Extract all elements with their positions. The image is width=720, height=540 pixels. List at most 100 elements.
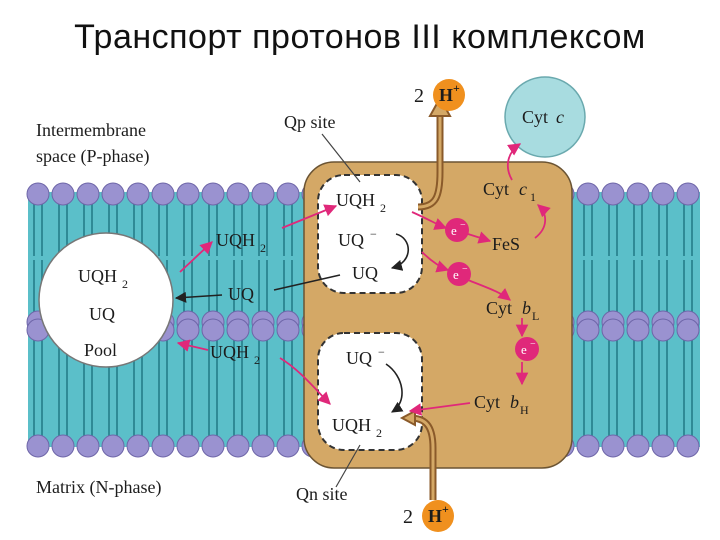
svg-text:−: − <box>462 264 468 275</box>
lipid-head <box>226 434 250 458</box>
lipid-tail <box>258 384 268 436</box>
lipid-tail <box>158 204 168 256</box>
pool-uqh2-label: UQH 2 <box>78 266 128 291</box>
leader-lines <box>321 133 361 488</box>
lipid-tail <box>233 340 243 392</box>
lipid-head <box>251 318 275 342</box>
cyt-bl-label: Cyt b L <box>486 298 539 323</box>
lipid-head <box>626 318 650 342</box>
qp-site-label: Qp site <box>284 112 336 132</box>
lipid-tail <box>683 260 693 312</box>
lipid-head <box>651 434 675 458</box>
lipid-tail <box>83 384 93 436</box>
intermembrane-label-line2: space (P-phase) <box>36 146 149 167</box>
lipid-tail <box>183 204 193 256</box>
lipid-tail <box>33 204 43 256</box>
arrow-e1-to-fes <box>467 231 492 244</box>
lipid-tail <box>608 384 618 436</box>
lipid-tail <box>683 384 693 436</box>
electron-1: e − <box>445 218 469 242</box>
lipid-tail <box>158 384 168 436</box>
arrow-qp-to-e1 <box>411 211 448 230</box>
svg-text:2: 2 <box>380 201 386 215</box>
qp-uq-label: UQ <box>352 263 378 283</box>
qn-site-label: Qn site <box>296 484 348 504</box>
arrow-membrane-uq-to-pool <box>174 291 223 303</box>
lipid-head <box>126 182 150 206</box>
lipid-tail <box>283 204 293 256</box>
arrow-qp-to-membrane-uq <box>273 274 341 291</box>
lipid-tail <box>633 340 643 392</box>
membrane-uqh2-top-label: UQH 2 <box>216 230 266 255</box>
svg-text:b: b <box>522 298 531 318</box>
lipid-tail <box>208 340 218 392</box>
arrow-qp-to-e2 <box>421 251 450 273</box>
intermembrane-label-line1: Intermembrane <box>36 120 146 140</box>
svg-text:2: 2 <box>122 277 128 291</box>
lipid-head <box>176 434 200 458</box>
lipid-head <box>201 182 225 206</box>
lipid-tail <box>233 204 243 256</box>
svg-text:UQH: UQH <box>216 230 255 250</box>
cyt-c-sphere <box>504 76 586 158</box>
arrow-membrane-to-qp <box>281 204 338 229</box>
lipid-head <box>576 434 600 458</box>
membrane-uqh2-bottom-label: UQH 2 <box>210 342 260 367</box>
lipid-head <box>151 434 175 458</box>
lipid-tail <box>58 384 68 436</box>
lipid-tail <box>108 384 118 436</box>
arrow-cytbh-to-qn <box>408 402 471 416</box>
lipid-head <box>101 434 125 458</box>
qn-uq-minus-label: UQ − <box>346 345 385 368</box>
svg-text:UQH: UQH <box>78 266 117 286</box>
svg-text:+: + <box>442 502 449 516</box>
proton-top: 2 H + <box>414 79 465 111</box>
lipid-tail <box>608 204 618 256</box>
qp-site-leader <box>321 133 361 183</box>
svg-text:+: + <box>453 81 460 95</box>
pool-word-label: Pool <box>84 340 117 360</box>
matrix-label: Matrix (N-phase) <box>36 477 161 498</box>
fes-label: FeS <box>492 234 520 254</box>
svg-text:b: b <box>510 392 519 412</box>
lipid-tail <box>658 204 668 256</box>
lipid-head <box>276 434 300 458</box>
lipid-head <box>51 182 75 206</box>
lipid-head <box>576 318 600 342</box>
qn-uqh2-label: UQH 2 <box>332 415 382 440</box>
lipid-tail <box>583 384 593 436</box>
arrow-e2-to-cytbl <box>467 279 511 301</box>
uq-pool-circle <box>38 232 174 368</box>
lipid-tail <box>233 260 243 312</box>
svg-text:H: H <box>439 85 453 105</box>
cyt-c1-label: Cyt c 1 <box>483 179 536 204</box>
lipid-tail <box>583 204 593 256</box>
lipid-tail <box>233 384 243 436</box>
svg-text:e: e <box>521 342 527 357</box>
svg-text:L: L <box>532 309 539 323</box>
svg-text:UQ: UQ <box>338 230 364 250</box>
lipid-head <box>251 434 275 458</box>
lipid-tail <box>583 340 593 392</box>
arrow-qp-uq-cycle <box>390 233 410 271</box>
lipid-tail <box>258 340 268 392</box>
lipid-head <box>651 182 675 206</box>
lipid-tail <box>683 204 693 256</box>
lipid-head <box>601 182 625 206</box>
svg-text:2: 2 <box>414 85 424 107</box>
qn-site-leader <box>335 444 361 488</box>
lipid-head <box>676 182 700 206</box>
lipid-tail <box>658 340 668 392</box>
lipid-tail <box>258 204 268 256</box>
lipid-head <box>101 182 125 206</box>
lipid-tail <box>658 260 668 312</box>
arrow-uqh2-to-pool <box>176 339 209 352</box>
lipid-tail <box>33 384 43 436</box>
lipid-head <box>51 434 75 458</box>
dark-arrows <box>174 233 410 413</box>
svg-text:c: c <box>556 107 564 127</box>
svg-text:2: 2 <box>403 506 413 528</box>
svg-text:1: 1 <box>530 190 536 204</box>
electron-2: e − <box>447 262 471 286</box>
arrow-cytc1-to-cytc <box>506 143 522 181</box>
